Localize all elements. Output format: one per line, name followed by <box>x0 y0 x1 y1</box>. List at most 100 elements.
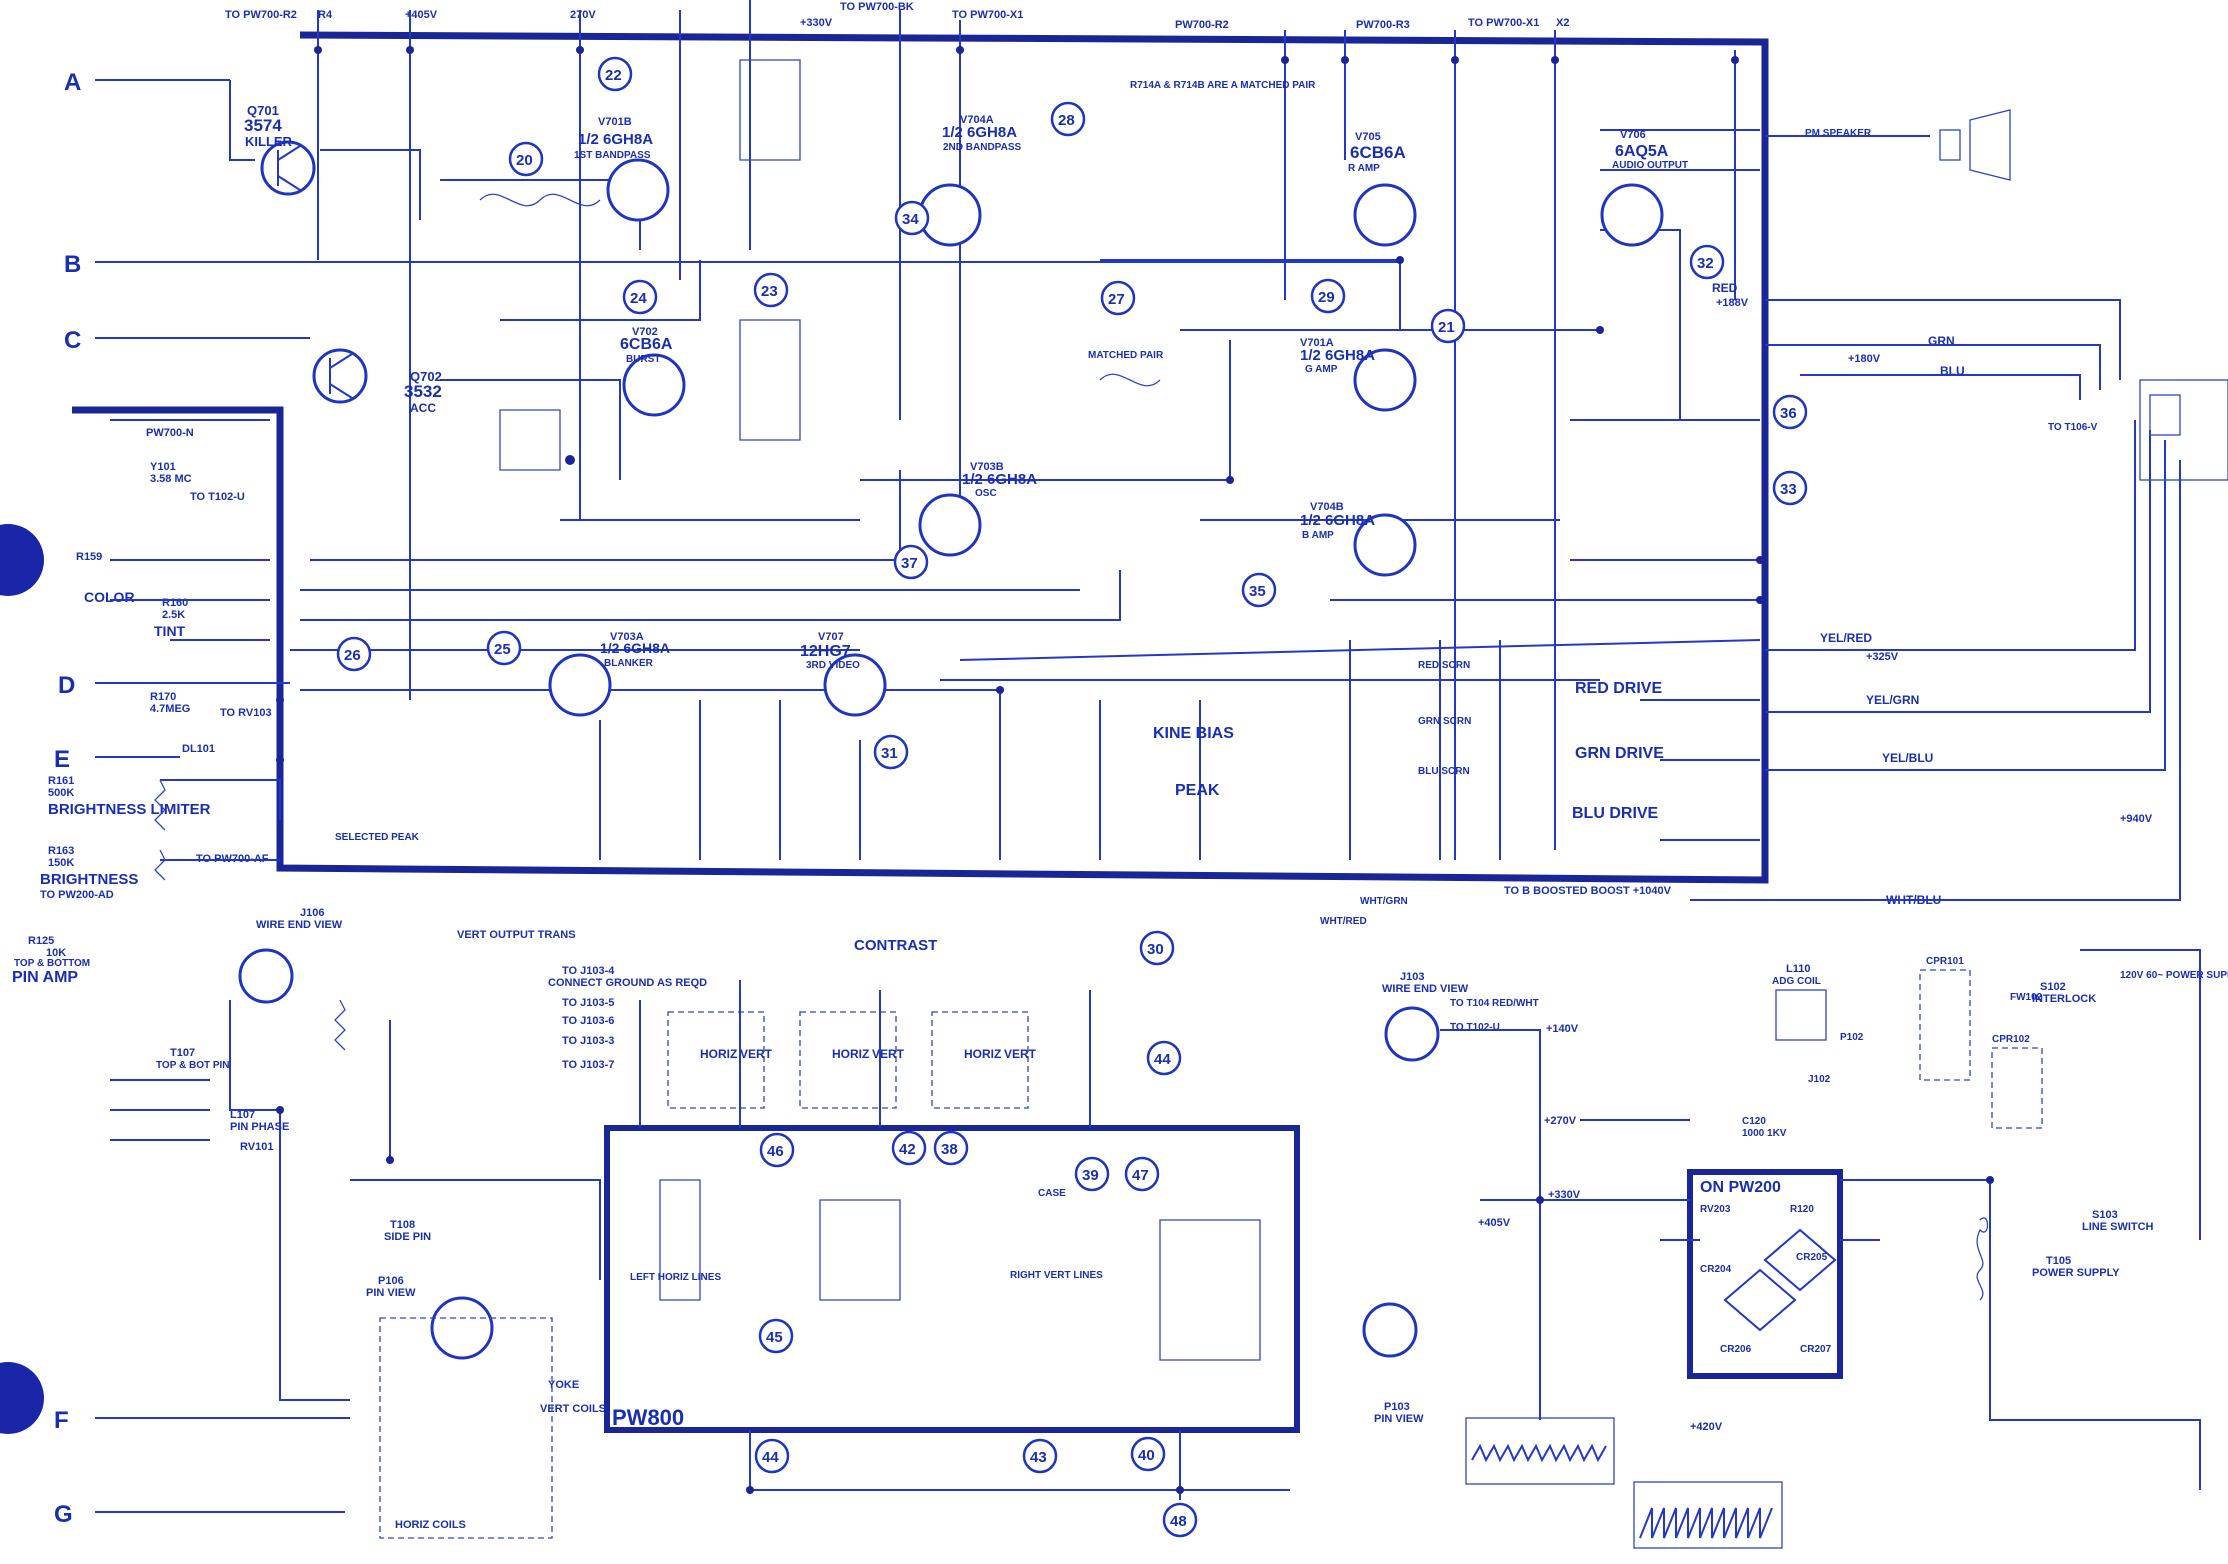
svg-text:P102: P102 <box>1840 1032 1864 1043</box>
svg-text:DL101: DL101 <box>182 743 215 755</box>
svg-text:Q701: Q701 <box>247 103 279 118</box>
badge-40 <box>1130 1436 1166 1472</box>
svg-text:T107: T107 <box>170 1047 195 1059</box>
svg-text:45: 45 <box>766 1329 783 1346</box>
svg-text:TINT: TINT <box>154 623 186 639</box>
svg-text:10K: 10K <box>46 947 66 959</box>
tube-type-v705: 6CB6A <box>1350 143 1406 162</box>
svg-text:WIRE END VIEW: WIRE END VIEW <box>256 919 343 931</box>
badge-44-top <box>1146 1040 1182 1076</box>
right-signal-lines <box>1690 109 2228 901</box>
p103-connector <box>1362 1302 1418 1358</box>
svg-text:1000 1KV: 1000 1KV <box>1742 1128 1787 1139</box>
svg-text:Y101: Y101 <box>150 461 176 473</box>
svg-text:+180V: +180V <box>1848 353 1881 365</box>
tube-ref-v702: V702 <box>632 326 658 338</box>
svg-text:R160: R160 <box>162 597 188 609</box>
svg-text:LEFT HORIZ LINES: LEFT HORIZ LINES <box>630 1272 721 1283</box>
svg-text:CR204: CR204 <box>1700 1264 1732 1275</box>
svg-text:20: 20 <box>516 152 533 169</box>
badge-36 <box>1772 394 1808 430</box>
tube-role-v702: BURST <box>626 354 660 365</box>
badge-37 <box>893 544 929 580</box>
top-ref-1: R4 <box>318 9 333 21</box>
pw800-label: PW800 <box>612 1405 684 1430</box>
svg-text:TO J103-6: TO J103-6 <box>562 1015 614 1027</box>
badge-29 <box>1310 278 1346 314</box>
badge-46 <box>759 1132 795 1168</box>
vacuum-tubes <box>548 158 1664 717</box>
svg-text:CR206: CR206 <box>1720 1344 1752 1355</box>
svg-text:GRN SCRN: GRN SCRN <box>1418 716 1471 727</box>
svg-text:LINE SWITCH: LINE SWITCH <box>2082 1221 2154 1233</box>
svg-text:TOP & BOTTOM: TOP & BOTTOM <box>14 958 90 969</box>
svg-text:R159: R159 <box>76 551 102 563</box>
svg-text:+325V: +325V <box>1866 651 1899 663</box>
svg-text:HORIZ: HORIZ <box>832 1047 869 1061</box>
svg-text:RED: RED <box>1712 281 1738 295</box>
svg-text:CR205: CR205 <box>1796 1252 1828 1263</box>
pw800-section: PW800 HORIZ VERT HORIZ VERT HORIZ VERT L… <box>612 980 1290 1500</box>
svg-text:23: 23 <box>761 283 778 300</box>
svg-text:44: 44 <box>1154 1051 1171 1068</box>
top-ref-3: 270V <box>570 9 596 21</box>
badge-38 <box>933 1130 969 1166</box>
row-label-f: F <box>54 1407 69 1434</box>
svg-text:24: 24 <box>630 290 647 307</box>
badge-31 <box>873 734 909 770</box>
main-wiring <box>229 59 1761 860</box>
svg-text:38: 38 <box>941 1141 958 1158</box>
top-ref-5: TO PW700-BK <box>840 1 914 13</box>
svg-text:WIRE END VIEW: WIRE END VIEW <box>1382 983 1469 995</box>
svg-text:+420V: +420V <box>1690 1421 1723 1433</box>
tube-v707 <box>823 653 887 717</box>
row-label-g: G <box>54 1501 73 1528</box>
svg-text:S103: S103 <box>2092 1209 2118 1221</box>
q-labels: Q701 3574 KILLER Q702 3532 ACC <box>244 103 442 415</box>
svg-text:25: 25 <box>494 641 511 658</box>
badge-47 <box>1124 1156 1160 1192</box>
p106-connector <box>430 1296 494 1360</box>
svg-text:TO J103-7: TO J103-7 <box>562 1059 614 1071</box>
svg-text:TO RV103: TO RV103 <box>220 707 272 719</box>
svg-text:Q702: Q702 <box>410 369 442 384</box>
badge-35 <box>1241 572 1277 608</box>
svg-text:L110: L110 <box>1786 963 1810 975</box>
tube-type-v701a: 1/2 6GH8A <box>1300 347 1375 364</box>
top-ref-10: X2 <box>1556 17 1569 29</box>
svg-text:BRIGHTNESS LIMITER: BRIGHTNESS LIMITER <box>48 801 211 818</box>
svg-text:500K: 500K <box>48 787 74 799</box>
svg-text:RED SCRN: RED SCRN <box>1418 660 1470 671</box>
right-lower-section: J103 WIRE END VIEW TO T104 RED/WHT TO T1… <box>1362 297 2228 1549</box>
tube-v706 <box>1600 183 1664 247</box>
svg-text:BLU SCRN: BLU SCRN <box>1418 766 1470 777</box>
svg-text:+940V: +940V <box>2120 813 2153 825</box>
svg-text:HORIZ: HORIZ <box>700 1047 737 1061</box>
svg-text:KILLER: KILLER <box>245 134 293 149</box>
svg-text:3574: 3574 <box>244 116 282 135</box>
badge-30 <box>1139 930 1175 966</box>
svg-text:S102: S102 <box>2040 981 2066 993</box>
svg-text:VERT: VERT <box>740 1047 773 1061</box>
badge-34 <box>894 200 930 236</box>
svg-text:CONTRAST: CONTRAST <box>854 937 937 954</box>
tube-type-v701b: 1/2 6GH8A <box>578 131 653 148</box>
svg-text:RV203: RV203 <box>1700 1204 1731 1215</box>
left-edge-block: PW700-N Y101 3.58 MC TO T102-U R159 COLO… <box>40 419 281 901</box>
svg-text:35: 35 <box>1249 583 1266 600</box>
binder-hole-top <box>0 524 44 596</box>
svg-text:VERT COILS: VERT COILS <box>540 1403 606 1415</box>
svg-text:TO B BOOSTED BOOST +1040V: TO B BOOSTED BOOST +1040V <box>1504 885 1672 897</box>
svg-text:FW102: FW102 <box>2010 992 2043 1003</box>
tube-type-v704a: 1/2 6GH8A <box>942 124 1017 141</box>
svg-text:4.7MEG: 4.7MEG <box>150 703 190 715</box>
svg-text:ADG COIL: ADG COIL <box>1772 976 1821 987</box>
top-ref-6: TO PW700-X1 <box>952 9 1023 21</box>
svg-text:PW700-N: PW700-N <box>146 427 194 439</box>
svg-text:+188V: +188V <box>1716 297 1749 309</box>
main-board-outline <box>72 31 1769 884</box>
top-ref-4: +330V <box>800 17 833 29</box>
row-label-d: D <box>58 672 75 699</box>
svg-text:CPR102: CPR102 <box>1992 1034 2030 1045</box>
svg-text:28: 28 <box>1058 112 1075 129</box>
